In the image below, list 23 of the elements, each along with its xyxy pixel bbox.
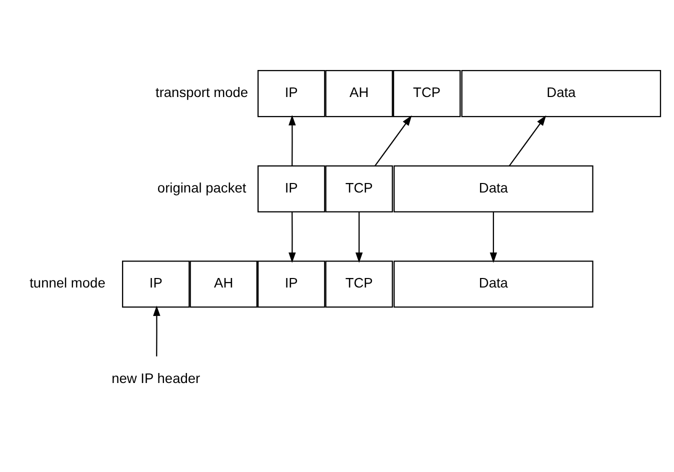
arrow: [374, 114, 412, 166]
node-box: Data: [394, 164, 594, 212]
node-box: TCP: [325, 260, 393, 308]
node-box: TCP: [325, 164, 393, 212]
arrow: [355, 212, 363, 262]
label: original packet: [157, 180, 246, 195]
node-box: IP: [258, 260, 326, 308]
label: transport mode: [156, 84, 248, 100]
node-box: IP: [122, 260, 190, 308]
arrow: [288, 212, 296, 262]
arrow: [508, 114, 546, 166]
node-box: TCP: [392, 70, 461, 117]
node-box: Data: [394, 260, 594, 308]
label: tunnel mode: [30, 275, 106, 290]
arrow: [490, 212, 498, 262]
node-box: IP: [258, 164, 326, 212]
node-box: AH: [190, 260, 258, 308]
node-text: new IP header: [112, 370, 200, 386]
node-box: Data: [461, 70, 662, 117]
node-box: IP: [258, 70, 326, 117]
node-box: AH: [325, 70, 393, 117]
arrow: [153, 305, 160, 356]
arrow: [288, 114, 296, 166]
